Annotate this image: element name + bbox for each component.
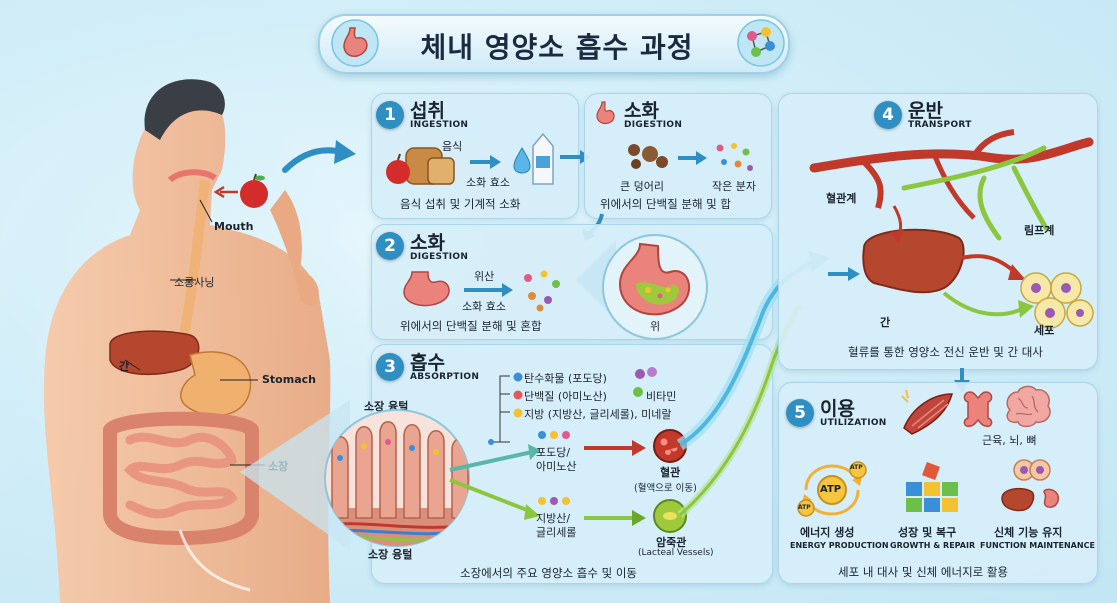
label-food: 음식	[442, 140, 463, 153]
label-acid: 위산	[474, 270, 495, 283]
stomach-icon	[596, 101, 615, 125]
atp-label: ATP	[820, 484, 842, 495]
util-sublabel: FUNCTION MAINTENANCE	[980, 541, 1095, 550]
panel-title: 이용	[820, 398, 855, 420]
mouth-to-step1-arrow	[282, 140, 356, 173]
label-glucose-amino: 포도당/ 아미노산	[536, 446, 577, 473]
fatty-acid-molecules	[538, 497, 570, 505]
atp-icon	[797, 461, 867, 517]
label-tissues: 근육, 뇌, 뼈	[982, 434, 1037, 447]
circulation-diagram	[809, 129, 1094, 329]
glucose-molecules	[538, 431, 570, 439]
step-number: 2	[376, 232, 404, 260]
small-molecules-icon	[716, 143, 753, 171]
nutrient-vitamin: 비타민	[646, 390, 677, 403]
title-banner	[318, 14, 790, 74]
small-molecules-icon	[524, 270, 560, 312]
water-drop-icon	[513, 147, 531, 174]
arrow-right	[470, 155, 501, 169]
panel-title: 소화	[624, 100, 659, 122]
label-esophagus: 소롱사닝	[174, 276, 215, 289]
step-number: 4	[874, 101, 902, 129]
page-title: 체내 영양소 흡수 과정	[420, 31, 694, 64]
util-label: 신체 기능 유지	[994, 526, 1063, 539]
atp-label-small: ATP	[850, 464, 863, 471]
step-number: 3	[376, 353, 404, 381]
label-stomach: Stomach	[262, 373, 316, 386]
lacteal-icon	[653, 499, 687, 533]
label-enzyme: 소화 효소	[462, 300, 506, 313]
label-mouth: Mouth	[214, 220, 254, 233]
util-sublabel: ENERGY PRODUCTION	[790, 541, 889, 550]
nutrient-carb: 탄수화물 (포도당)	[524, 372, 607, 385]
molecule-icon	[737, 19, 785, 67]
label-stomach-zoom: 위	[650, 320, 661, 333]
label-big-chunk: 큰 덩어리	[620, 180, 664, 193]
panel-title: 흡수	[410, 352, 445, 374]
label-blood-vessel-sub: (혈액으로 이동)	[634, 483, 697, 494]
label-liver: 간	[880, 316, 891, 329]
panel-caption: 위에서의 단백질 분해 및 합	[600, 197, 732, 211]
util-sublabel: GROWTH & REPAIR	[890, 541, 976, 550]
absorption-arrows	[449, 440, 646, 526]
label-liver: 간	[119, 360, 130, 373]
label-lacteal-sub: (Lacteal Vessels)	[638, 548, 714, 558]
nutrient-bracket	[488, 375, 510, 445]
panel-subtitle: DIGESTION	[624, 120, 683, 130]
atp-label-small: ATP	[798, 504, 811, 511]
label-lacteal: 암죽관	[656, 536, 687, 549]
label-enzyme: 소화 효소	[466, 176, 510, 189]
intestine-zoom-funnel	[240, 400, 350, 550]
nutrient-fat: 지방 (지방산, 글리세롤), 미네랄	[524, 408, 672, 421]
molecule-icon	[635, 367, 657, 379]
label-blood-system: 혈관계	[826, 192, 857, 205]
organ-function-icon	[1001, 459, 1060, 512]
step-number: 1	[376, 101, 404, 129]
stomach-icon	[331, 19, 379, 67]
panel-subtitle: DIGESTION	[410, 252, 469, 262]
panel-subtitle: UTILIZATION	[820, 418, 887, 428]
mouth-pointer-arrow	[213, 185, 238, 199]
blocks-icon	[906, 462, 958, 512]
panel-title: 운반	[908, 100, 943, 122]
label-fatty-acid: 지방산/ 글리세롤	[536, 512, 577, 539]
bone-icon	[963, 391, 993, 428]
label-small-molecule: 작은 분자	[712, 180, 756, 193]
label-cells: 세포	[1034, 324, 1055, 337]
panel-caption: 소장에서의 주요 영양소 흡수 및 이동	[460, 566, 637, 580]
panel-subtitle: TRANSPORT	[908, 120, 972, 130]
milk-carton-icon	[532, 132, 554, 185]
muscle-icon	[901, 389, 953, 435]
stomach-icon	[403, 271, 450, 307]
arrow-right	[464, 283, 513, 297]
villi-zoom-circle	[324, 409, 470, 547]
panel-caption: 음식 섭취 및 기계적 소화	[400, 197, 521, 211]
panel-title: 섭취	[410, 100, 445, 122]
util-label: 에너지 생성	[800, 526, 855, 539]
panel-caption: 세포 내 대사 및 신체 에너지로 활용	[838, 565, 1009, 579]
vitamin-icon	[633, 387, 643, 397]
panel-caption: 혈류를 통한 영양소 전신 운반 및 간 대사	[848, 345, 1043, 359]
arrow-right	[678, 151, 707, 165]
nutrient-protein: 단백질 (아미노산)	[524, 390, 607, 403]
food-chunks-icon	[628, 144, 668, 169]
apple-icon	[240, 173, 268, 208]
label-blood-vessel: 혈관	[660, 466, 681, 479]
label-lymph-system: 림프계	[1024, 224, 1055, 237]
label-villi-bottom: 소장 융털	[368, 548, 413, 561]
panel-subtitle: INGESTION	[410, 120, 469, 130]
nutrient-dots	[513, 372, 523, 418]
panel-subtitle: ABSORPTION	[410, 372, 480, 382]
util-label: 성장 및 복구	[898, 526, 957, 539]
bread-icon	[386, 147, 455, 185]
step-number: 5	[786, 399, 814, 427]
stomach-zoom-circle	[602, 234, 708, 340]
panel-caption: 위에서의 단백질 분해 및 혼합	[400, 319, 542, 333]
brain-icon	[1006, 385, 1051, 428]
panel-title: 소화	[410, 232, 445, 254]
